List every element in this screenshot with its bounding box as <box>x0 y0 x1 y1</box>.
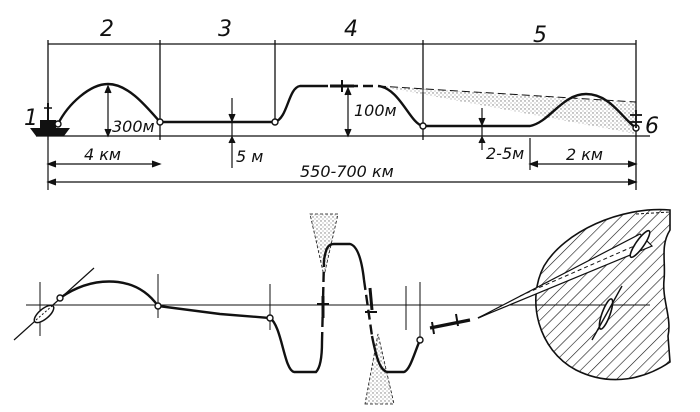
flight-trajectory <box>56 82 318 125</box>
height-arrows <box>104 84 486 168</box>
target-point-label: 6 <box>645 114 659 139</box>
descent-height-label: 100м <box>354 101 397 120</box>
plan-ticks <box>39 274 421 340</box>
segment-label-4: 4 <box>344 17 358 42</box>
distance-dimension-lines <box>46 138 638 190</box>
target-icon <box>630 110 642 128</box>
plan-view <box>13 208 671 405</box>
plan-trajectory <box>59 280 324 374</box>
lower-search-cone <box>364 333 395 405</box>
launch-point-label: 1 <box>24 106 38 131</box>
ship-icon <box>30 103 70 136</box>
segment-label-2: 2 <box>100 17 114 42</box>
plan-booster-markers <box>317 287 377 318</box>
terminal-altitude-label: 2-5м <box>486 144 524 163</box>
upper-search-cone <box>309 213 339 277</box>
target-ship-icon <box>591 229 651 341</box>
profile-view: 2 3 4 5 1 6 <box>24 17 659 190</box>
waypoint-markers <box>54 118 640 132</box>
total-range-label: 550-700 км <box>300 162 394 181</box>
segment-label-5: 5 <box>533 23 547 48</box>
cruise-altitude-label: 5 м <box>236 147 263 166</box>
plan-waypoint-markers <box>56 294 424 344</box>
climb-height-label: 300м <box>112 117 155 136</box>
terminal-missile-icon <box>429 313 471 335</box>
segment-label-3: 3 <box>218 17 232 42</box>
terminal-distance-label: 2 км <box>566 145 603 164</box>
launch-missile-icon <box>33 304 55 324</box>
booster-marker <box>330 80 354 92</box>
climb-distance-label: 4 км <box>84 145 121 164</box>
